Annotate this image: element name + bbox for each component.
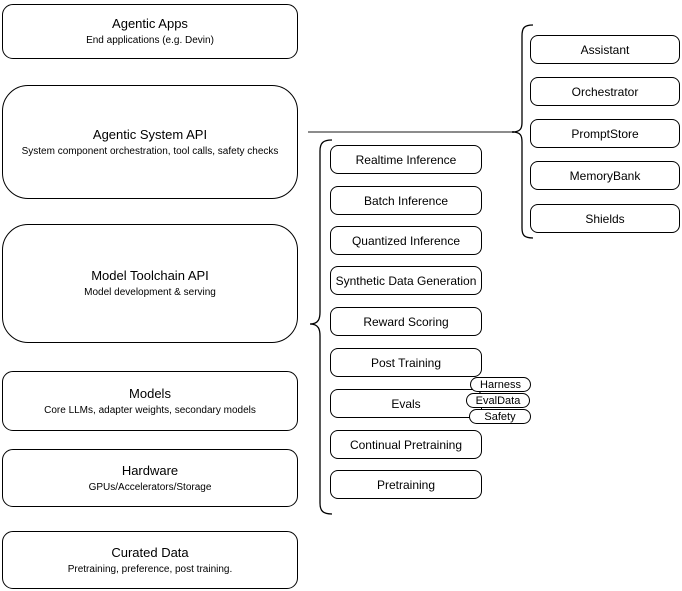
- toolchain-item-reward-scoring: Reward Scoring: [330, 307, 482, 336]
- agentic-apps-box: Agentic Apps End applications (e.g. Devi…: [2, 4, 298, 59]
- curated-data-subtitle: Pretraining, preference, post training.: [67, 563, 233, 575]
- toolchain-item-pretraining: Pretraining: [330, 470, 482, 499]
- toolchain-brace: [309, 139, 333, 515]
- evals-tag-evaldata: EvalData: [466, 393, 530, 408]
- agentic-apps-title: Agentic Apps: [112, 16, 188, 31]
- component-memorybank: MemoryBank: [530, 161, 680, 190]
- curated-data-box: Curated Data Pretraining, preference, po…: [2, 531, 298, 589]
- evals-tag-harness: Harness: [470, 377, 531, 392]
- toolchain-item-synthetic-data-generation: Synthetic Data Generation: [330, 266, 482, 295]
- hardware-subtitle: GPUs/Accelerators/Storage: [88, 481, 212, 493]
- hardware-title: Hardware: [121, 462, 179, 478]
- models-subtitle: Core LLMs, adapter weights, secondary mo…: [44, 404, 256, 416]
- toolchain-item-evals: Evals: [330, 389, 482, 418]
- component-shields: Shields: [530, 204, 680, 233]
- toolchain-item-batch-inference: Batch Inference: [330, 186, 482, 215]
- component-promptstore: PromptStore: [530, 119, 680, 148]
- model-toolchain-api-subtitle: Model development & serving: [84, 287, 216, 298]
- toolchain-item-quantized-inference: Quantized Inference: [330, 226, 482, 255]
- models-title: Models: [129, 385, 171, 401]
- component-orchestrator: Orchestrator: [530, 77, 680, 106]
- curated-data-title: Curated Data: [111, 544, 189, 560]
- agentic-system-api-subtitle: System component orchestration, tool cal…: [21, 145, 279, 157]
- agentic-apps-subtitle: End applications (e.g. Devin): [86, 35, 214, 46]
- model-toolchain-api-title: Model Toolchain API: [91, 268, 209, 283]
- component-assistant: Assistant: [530, 35, 680, 64]
- model-toolchain-api-box: Model Toolchain API Model development & …: [2, 224, 298, 343]
- evals-tag-safety: Safety: [469, 409, 531, 424]
- toolchain-item-continual-pretraining: Continual Pretraining: [330, 430, 482, 459]
- hardware-box: Hardware GPUs/Accelerators/Storage: [2, 449, 298, 507]
- toolchain-item-realtime-inference: Realtime Inference: [330, 145, 482, 174]
- agentic-system-api-title: Agentic System API: [92, 126, 208, 142]
- toolchain-item-post-training: Post Training: [330, 348, 482, 377]
- agentic-system-api-box: Agentic System API System component orch…: [2, 85, 298, 199]
- models-box: Models Core LLMs, adapter weights, secon…: [2, 371, 298, 431]
